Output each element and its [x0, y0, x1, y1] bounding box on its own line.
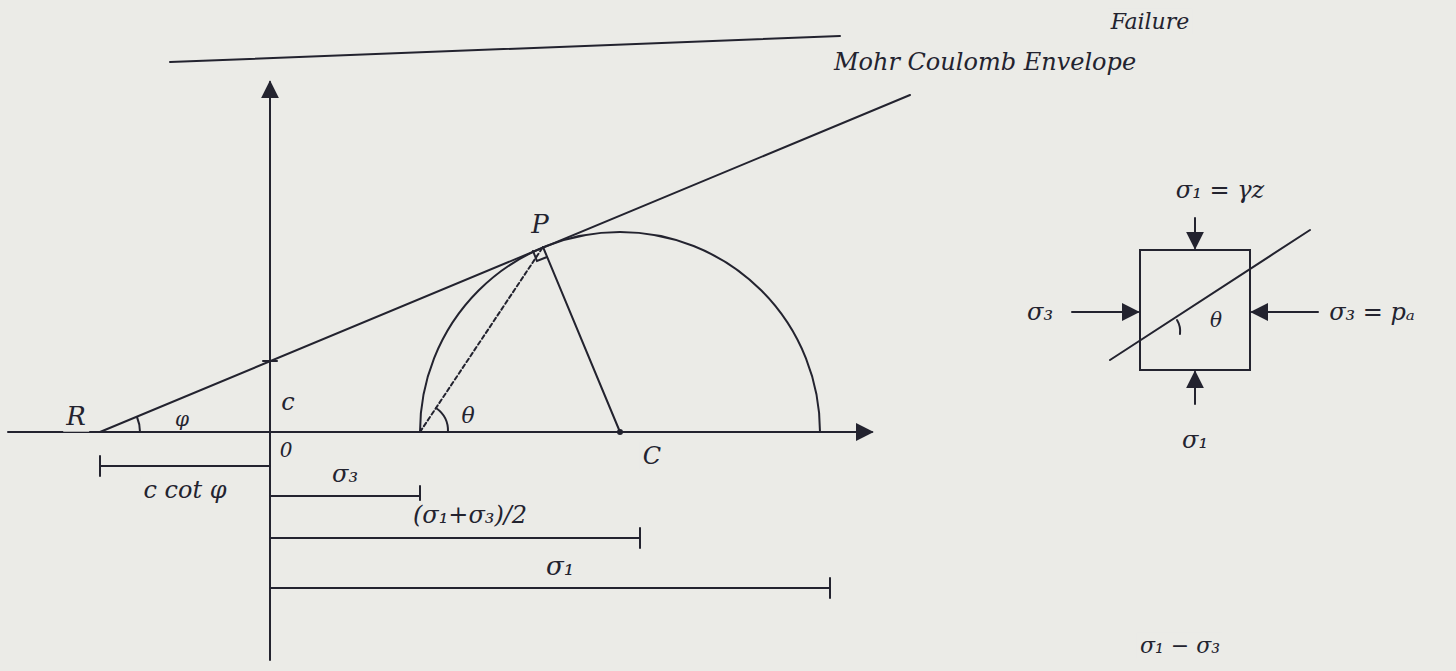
angle-label: φ: [172, 407, 192, 431]
tau-axis: [269, 82, 271, 660]
angle-label: θ: [1207, 308, 1225, 332]
stress-label: σ₃: [1024, 298, 1056, 326]
sigma-axis: [8, 431, 872, 433]
point-label: P: [528, 209, 552, 240]
dimension-line: [270, 537, 640, 539]
rule-line: [170, 36, 840, 62]
dimension-line: [270, 495, 420, 497]
theta-arc: [436, 408, 448, 432]
dimension-tick: [829, 578, 831, 598]
center-dot: [618, 430, 622, 434]
c-tick: [263, 360, 277, 362]
envelope-note: Failure: [1108, 9, 1193, 35]
stress-arrow: [1252, 311, 1318, 313]
stress-arrow: [1194, 218, 1196, 248]
theta-arc: [1177, 320, 1180, 334]
dimension-line: [270, 587, 830, 589]
stress-arrow: [1072, 311, 1138, 313]
stress-label: σ₃ = pₐ: [1326, 298, 1418, 326]
point-label: R: [63, 401, 89, 432]
point-label: C: [640, 442, 664, 470]
dimension-label: (σ₁+σ₃)/2: [410, 501, 530, 529]
dimension-label: σ₃: [329, 460, 361, 488]
dimension-line: [100, 465, 270, 467]
chord-line: [420, 247, 543, 432]
failure-plane: [1110, 230, 1310, 360]
dimension-tick: [99, 456, 101, 476]
origin-label: 0: [277, 438, 296, 462]
stress-label: σ₁: [1179, 426, 1211, 454]
dimension-tick: [639, 528, 641, 548]
phi-arc: [137, 417, 140, 432]
stress-arrow: [1194, 372, 1196, 404]
mohr-circle: [420, 232, 820, 432]
failure-envelope: [100, 95, 910, 432]
dimension-label: c cot φ: [140, 476, 229, 504]
intercept-label: c: [278, 388, 297, 416]
stress-label: σ₁ = γz: [1173, 176, 1267, 204]
envelope-label: Mohr Coulomb Envelope: [831, 48, 1139, 76]
stress-element: [1140, 250, 1250, 370]
angle-label: θ: [458, 403, 477, 429]
dimension-label: σ₁: [543, 551, 577, 582]
right-angle-mark: [533, 251, 547, 261]
formula-label: σ₁ − σ₃: [1137, 633, 1223, 659]
radius-line: [543, 247, 620, 432]
